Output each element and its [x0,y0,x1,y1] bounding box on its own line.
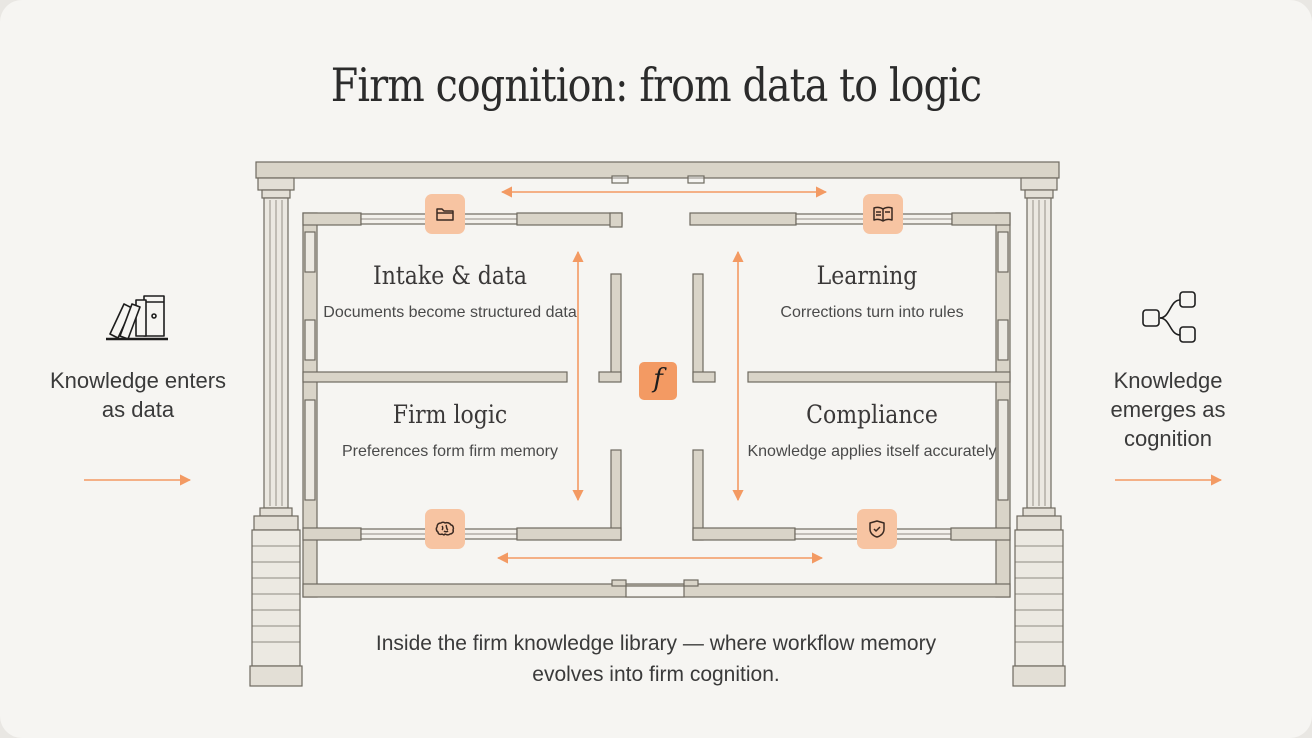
emerges-label: Knowledge emerges as cognition [1110,368,1226,451]
caption: Inside the firm knowledge library — wher… [375,632,937,686]
room-title-compliance: Compliance [806,400,938,429]
room-desc-compliance: Knowledge applies itself accurately [747,443,997,460]
left-column [249,177,303,687]
brain-icon [425,509,465,549]
room-desc-learning: Corrections turn into rules [780,304,964,321]
shield-check-icon [857,509,897,549]
room-title-intake: Intake & data [373,261,527,290]
room-desc-firm-logic: Preferences form firm memory [341,443,559,460]
open-book-icon [863,194,903,234]
center-logo-icon: f [639,362,677,400]
right-column [1012,177,1066,687]
books-icon [106,295,168,341]
room-title-firm-logic: Firm logic [392,400,508,429]
folder-icon [425,194,465,234]
center-glyph: f [653,364,663,394]
flow-arrows [84,186,1223,564]
room-desc-intake: Documents become structured data [323,304,577,321]
top-beam [255,161,1060,184]
room-title-learning: Learning [816,261,918,290]
enters-label: Knowledge enters as data [49,368,227,422]
page-title: Firm cognition: from data to logic [330,58,982,112]
network-icon [1142,291,1196,343]
